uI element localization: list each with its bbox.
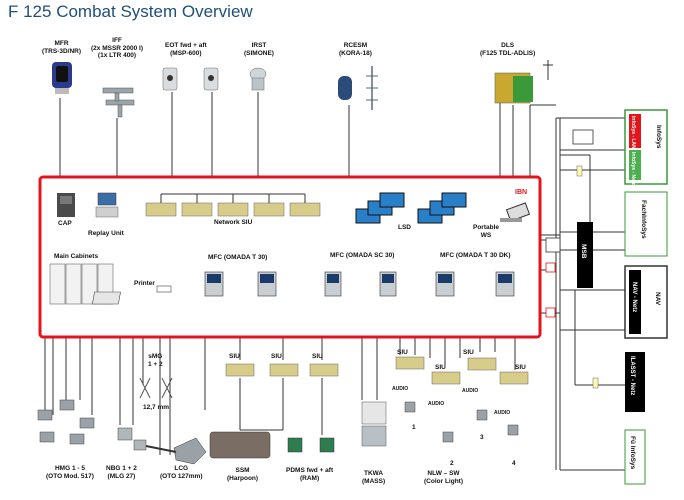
dls-label: DLS(F125 TDL-ADLIS) xyxy=(480,42,536,57)
siu-label-3: SIU xyxy=(312,353,323,360)
mfc-omada-sc30-label: MFC (OMADA SC 30) xyxy=(330,252,395,259)
iff-label: IFF(2x MSSR 2000 I)(1x LTR 400) xyxy=(91,37,144,59)
mfr-radar-icon xyxy=(52,62,72,94)
audio-label-3: AUDIO xyxy=(462,388,479,394)
nlw-label: NLW – SW(Color Light) xyxy=(424,470,463,485)
network-siu-icon xyxy=(145,202,321,217)
siu-label-7: SIU xyxy=(515,364,526,371)
nlw-number-3: 3 xyxy=(480,434,484,441)
ibn-label: IBN xyxy=(515,189,528,196)
nbg-launcher-icon xyxy=(117,427,147,451)
fachinfosys-label: FachInfoSys xyxy=(640,200,647,239)
siu-box-icon xyxy=(225,356,529,385)
siu-label-2: SIU xyxy=(271,353,282,360)
nlw-number-2: 2 xyxy=(450,460,454,467)
nav-label: NAV xyxy=(654,292,661,306)
pdms-label: PDMS fwd + aft(RAM) xyxy=(286,467,334,482)
audio-label-1: AUDIO xyxy=(392,386,409,392)
replay-unit-label: Replay Unit xyxy=(88,230,124,237)
mfc-omada-t30dk-label: MFC (OMADA T 30 DK) xyxy=(440,252,511,259)
rcesm-antenna-icon xyxy=(338,66,378,110)
ilass-label: ILASST - Netz xyxy=(629,356,635,396)
nlw-number-1: 1 xyxy=(412,424,416,431)
audio-label-4: AUDIO xyxy=(494,410,511,416)
fachinfosys-box-icon xyxy=(624,191,668,257)
ssm-label: SSM(Harpoon) xyxy=(227,467,259,482)
tkwa-icon xyxy=(361,401,387,447)
replay-unit-icon xyxy=(95,192,119,218)
smg-caliber-label: 12,7 mm xyxy=(143,404,170,411)
smg-gun-icon xyxy=(139,377,173,399)
ilass-box-icon xyxy=(625,352,645,412)
siu-label-1: SIU xyxy=(229,353,240,360)
nlw-lamp-icon xyxy=(404,401,519,443)
connection-lines xyxy=(44,85,625,471)
tkwa-label: TKWA(MASS) xyxy=(362,470,386,485)
irst-sensor-icon xyxy=(249,67,267,91)
main-cabinets-label: Main Cabinets xyxy=(54,253,99,260)
dls-cabinet-icon xyxy=(494,60,553,104)
printer-icon xyxy=(92,285,172,305)
lsd-display-icon xyxy=(355,192,467,224)
mfc-omada-t30-label: MFC (OMADA T 30) xyxy=(208,254,268,261)
fue-infosys-box-icon xyxy=(624,429,646,485)
lcg-gun-icon xyxy=(145,437,207,465)
msb-label: MSB xyxy=(580,244,587,259)
siu-label-5: SIU xyxy=(435,364,446,371)
pdms-launcher-icon xyxy=(287,437,335,453)
portable-ws-icon xyxy=(500,202,531,222)
mfc-console-icon xyxy=(204,271,515,297)
page-title: F 125 Combat System Overview xyxy=(8,2,253,21)
audio-label-2: AUDIO xyxy=(428,401,445,407)
nav-box-icon xyxy=(624,265,668,339)
ibn-box xyxy=(38,175,542,339)
infosys-label: InfoSys xyxy=(655,125,662,149)
lsd-label: LSD xyxy=(398,224,411,231)
main-cabinets-icon xyxy=(49,263,114,305)
ssm-launcher-icon xyxy=(209,431,271,459)
infosys-red-label: InfoSys - LAN xyxy=(630,116,636,149)
nbg-label: NBG 1 + 2(MLG 27) xyxy=(106,465,137,480)
infosys-box-icon xyxy=(624,109,668,185)
irst-label: IRST(SIMONE) xyxy=(244,42,274,57)
lcg-label: LCG(OTO 127mm) xyxy=(160,465,203,480)
cap-label: CAP xyxy=(58,220,72,227)
nlw-number-4: 4 xyxy=(512,460,516,467)
cap-cabinet-icon xyxy=(57,193,75,217)
network-siu-label: Network SIU xyxy=(214,219,253,226)
msb-box-icon xyxy=(577,222,593,288)
mfr-label: MFR(TRS-3D/NR) xyxy=(42,40,81,55)
hmg-gun-icon xyxy=(37,399,95,445)
fue-infosys-label: Fü InfoSys xyxy=(629,436,636,470)
printer-label: Printer xyxy=(134,280,155,287)
eot-sensor-icon xyxy=(162,67,219,91)
hmg-label: HMG 1 - 5(OTO Mod. 517) xyxy=(46,465,94,480)
siu-label-4: SIU xyxy=(397,349,408,356)
siu-label-6: SIU xyxy=(463,349,474,356)
rcesm-label: RCESM(KORA-18) xyxy=(339,42,372,57)
infosys-green-label: InfoSys - Netz xyxy=(630,152,636,186)
eot-label: EOT fwd + aft(MSP-600) xyxy=(165,42,207,57)
nav-netz-label: NAV - Netz xyxy=(631,282,637,313)
iff-antenna-icon xyxy=(102,87,135,118)
